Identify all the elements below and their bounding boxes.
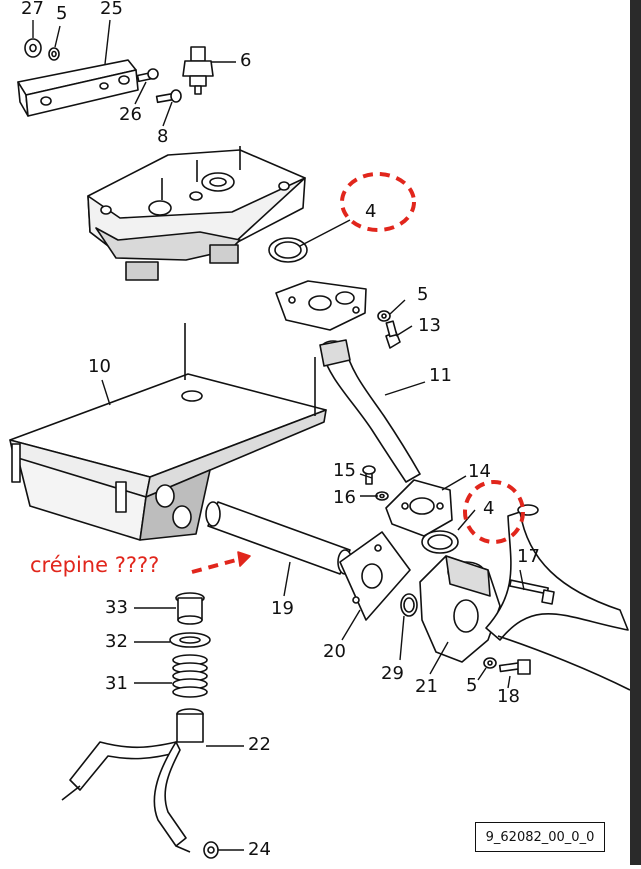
leader-lines bbox=[32, 19, 525, 851]
pickup-pipe-22 bbox=[61, 708, 204, 853]
sleeve-33 bbox=[175, 592, 205, 625]
highlight-circle-lower bbox=[463, 480, 525, 544]
callout-8: 8 bbox=[157, 126, 169, 147]
callout-4-top: 4 bbox=[365, 201, 377, 222]
callout-19: 19 bbox=[271, 598, 294, 619]
callout-13: 13 bbox=[418, 315, 441, 336]
highlight-circles bbox=[191, 172, 525, 574]
callout-20: 20 bbox=[323, 641, 346, 662]
callout-18: 18 bbox=[497, 686, 520, 707]
annotation-arrowhead bbox=[237, 551, 251, 567]
reference-code: 9_62082_00_0_0 bbox=[485, 829, 595, 845]
bolt-17 bbox=[508, 579, 555, 605]
washer-5-mid bbox=[377, 310, 391, 322]
callout-27: 27 bbox=[21, 0, 44, 19]
sensor-6 bbox=[182, 46, 214, 95]
pump-housing-21 bbox=[419, 555, 501, 663]
cylinder-head bbox=[87, 146, 306, 281]
suction-pipe-11 bbox=[319, 339, 421, 483]
seal-ring-4-lower bbox=[421, 530, 459, 554]
spring-31 bbox=[172, 654, 208, 698]
washer-32 bbox=[169, 632, 211, 648]
return-tube bbox=[485, 504, 631, 691]
callout-31: 31 bbox=[105, 673, 128, 694]
callout-5-low: 5 bbox=[466, 675, 478, 696]
bolt-18 bbox=[498, 659, 531, 675]
callout-21: 21 bbox=[415, 676, 438, 697]
washer-5-top bbox=[48, 47, 60, 61]
seal-ring-4-top bbox=[268, 237, 308, 263]
callout-10: 10 bbox=[88, 356, 111, 377]
washer-27 bbox=[24, 38, 42, 58]
washer-5-low bbox=[483, 657, 497, 669]
strainer-annotation: crépine ???? bbox=[30, 553, 160, 577]
annotation-arrow bbox=[191, 557, 241, 574]
washer-24 bbox=[203, 841, 219, 859]
callout-14: 14 bbox=[468, 461, 491, 482]
callout-25: 25 bbox=[100, 0, 123, 19]
callout-5-mid: 5 bbox=[417, 284, 429, 305]
callout-24: 24 bbox=[248, 839, 271, 860]
right-edge-bar bbox=[630, 0, 641, 865]
callout-4-lower: 4 bbox=[483, 498, 495, 519]
reference-code-box: 9_62082_00_0_0 bbox=[475, 822, 605, 852]
gasket-plate bbox=[275, 280, 367, 331]
flange-14 bbox=[385, 479, 453, 537]
callout-15: 15 bbox=[333, 460, 356, 481]
callout-17: 17 bbox=[517, 546, 540, 567]
callout-33: 33 bbox=[105, 597, 128, 618]
plate-25 bbox=[17, 59, 139, 117]
gasket-20 bbox=[339, 531, 411, 621]
oil-pan-10 bbox=[9, 323, 327, 541]
callout-22: 22 bbox=[248, 734, 271, 755]
callout-29: 29 bbox=[381, 663, 404, 684]
callout-5-top: 5 bbox=[56, 3, 68, 24]
callout-16: 16 bbox=[333, 487, 356, 508]
highlight-circle-top bbox=[340, 172, 416, 232]
screw-26 bbox=[136, 68, 159, 83]
callout-32: 32 bbox=[105, 631, 128, 652]
callout-11: 11 bbox=[429, 365, 452, 386]
callout-26: 26 bbox=[119, 104, 142, 125]
screw-8 bbox=[155, 89, 182, 104]
o-ring-29 bbox=[400, 593, 418, 617]
callout-6: 6 bbox=[240, 50, 252, 71]
